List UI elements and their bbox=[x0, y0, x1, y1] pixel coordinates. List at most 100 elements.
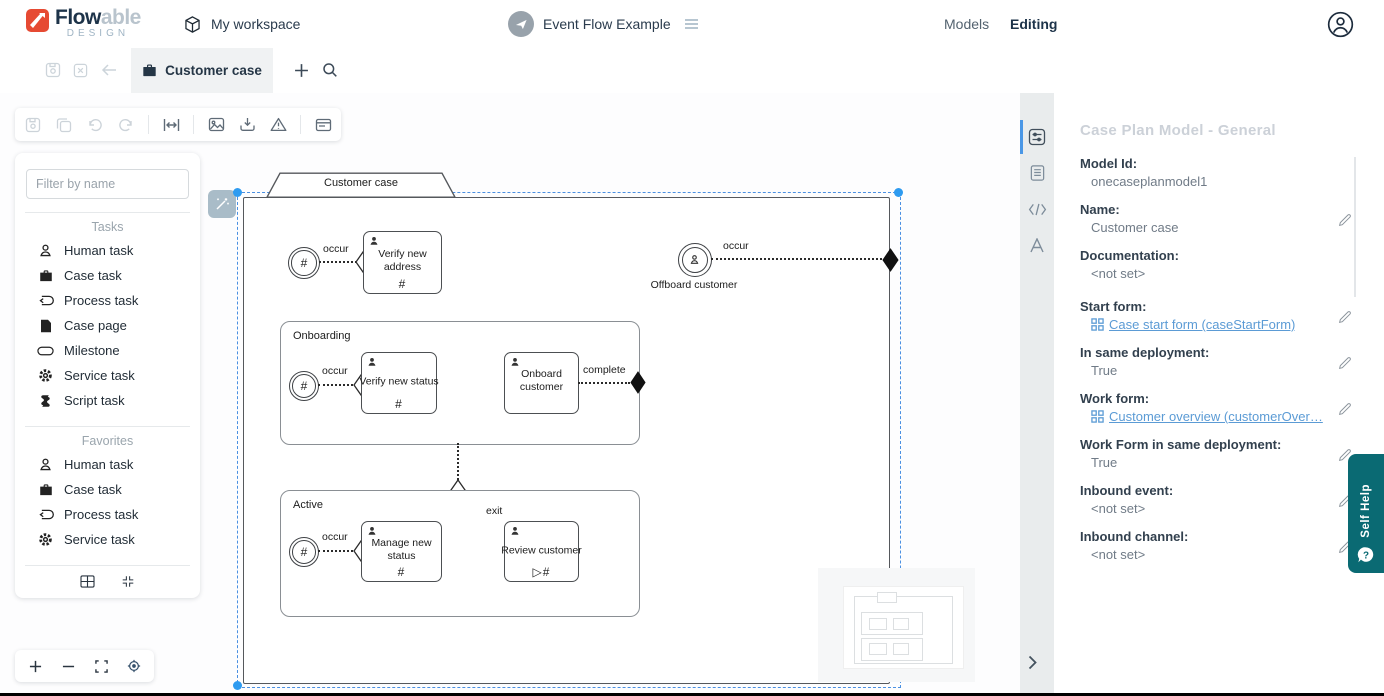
add-tab-icon[interactable] bbox=[291, 60, 311, 80]
hamburger-icon[interactable] bbox=[684, 18, 699, 30]
documentation-panel-icon[interactable] bbox=[1027, 163, 1047, 183]
case-task-icon bbox=[37, 483, 54, 497]
close-model-icon bbox=[70, 60, 90, 80]
stage-label: Active bbox=[293, 499, 323, 511]
task-review-customer[interactable]: Review customer ▷# bbox=[501, 521, 582, 582]
exit-label: exit bbox=[486, 505, 503, 517]
connector bbox=[457, 443, 459, 480]
sentry-on-part-label: occur bbox=[723, 240, 749, 252]
collapse-palette-icon[interactable] bbox=[121, 575, 135, 588]
fit-width-icon[interactable] bbox=[162, 116, 180, 134]
search-icon[interactable] bbox=[320, 60, 340, 80]
palette-item-label: Milestone bbox=[64, 343, 120, 358]
properties-icon-strip bbox=[1020, 93, 1054, 696]
redo-icon[interactable] bbox=[117, 116, 135, 134]
self-help-button[interactable]: Self Help ? bbox=[1348, 454, 1384, 573]
selection-handle-top-left[interactable] bbox=[233, 188, 242, 197]
sentry-on-part-label: complete bbox=[583, 364, 626, 376]
tab-customer-case[interactable]: Customer case bbox=[131, 48, 273, 93]
event-listener[interactable]: # bbox=[289, 537, 319, 567]
human-task-icon bbox=[510, 357, 520, 367]
fit-screen-button[interactable] bbox=[93, 658, 109, 674]
edit-pencil-icon[interactable] bbox=[1337, 356, 1352, 371]
palette-fav-process-task[interactable]: Process task bbox=[15, 502, 200, 527]
undo-icon[interactable] bbox=[86, 116, 104, 134]
general-properties-icon[interactable] bbox=[1027, 127, 1047, 147]
human-task-icon bbox=[37, 243, 54, 258]
event-listener[interactable]: # bbox=[289, 371, 319, 401]
field-model-id: Model Id: onecaseplanmodel1 bbox=[1080, 156, 1208, 189]
palette-item-human-task[interactable]: Human task bbox=[15, 238, 200, 263]
grid-view-icon[interactable] bbox=[80, 575, 95, 588]
exit-criterion[interactable] bbox=[882, 248, 899, 272]
user-avatar[interactable] bbox=[1327, 0, 1354, 48]
selection-handle-bottom-left[interactable] bbox=[233, 681, 242, 690]
stage-active[interactable]: Active bbox=[280, 490, 640, 617]
palette-item-label: Case page bbox=[64, 318, 127, 333]
case-page-icon bbox=[37, 319, 54, 333]
nav-editing[interactable]: Editing bbox=[1010, 16, 1058, 32]
task-manage-new-status[interactable]: Manage new status # bbox=[361, 521, 442, 582]
panel-scrollbar[interactable] bbox=[1354, 157, 1356, 297]
listener-marker: # bbox=[300, 378, 308, 393]
selection-handle-top-right[interactable] bbox=[894, 188, 903, 197]
palette-item-label: Process task bbox=[64, 293, 139, 308]
task-verify-new-address[interactable]: Verify new address # bbox=[363, 231, 442, 294]
nav-models[interactable]: Models bbox=[944, 16, 990, 32]
palette-item-case-page[interactable]: Case page bbox=[15, 313, 200, 338]
form-panel-icon[interactable] bbox=[314, 116, 332, 134]
minimap[interactable] bbox=[818, 568, 975, 682]
validation-warning-icon[interactable] bbox=[269, 116, 287, 134]
sentry-on-part-label: occur bbox=[322, 365, 348, 377]
model-menu[interactable]: Event Flow Example bbox=[508, 0, 699, 48]
task-onboard-customer[interactable]: Onboard customer bbox=[504, 352, 579, 414]
workspace-menu[interactable]: My workspace bbox=[183, 0, 300, 48]
send-icon bbox=[508, 11, 534, 37]
active-panel-indicator bbox=[1020, 120, 1023, 154]
human-task-icon bbox=[37, 457, 54, 472]
edit-pencil-icon[interactable] bbox=[1337, 448, 1352, 463]
edit-pencil-icon[interactable] bbox=[1337, 310, 1352, 325]
stage-label: Onboarding bbox=[293, 330, 351, 342]
task-label: Onboard customer bbox=[519, 367, 564, 393]
user-event-listener-offboard[interactable] bbox=[678, 243, 712, 277]
listener-label: Offboard customer bbox=[650, 279, 738, 291]
flowable-logo[interactable]: Flowable DESIGN bbox=[26, 6, 141, 39]
repetition-marker: # bbox=[397, 565, 406, 579]
task-verify-new-status[interactable]: Verify new status # bbox=[359, 352, 439, 414]
sentry-on-part-label: occur bbox=[323, 243, 349, 255]
palette-item-process-task[interactable]: Process task bbox=[15, 288, 200, 313]
code-panel-icon[interactable] bbox=[1027, 199, 1047, 219]
milestone-icon bbox=[37, 346, 54, 356]
palette-item-case-task[interactable]: Case task bbox=[15, 263, 200, 288]
download-icon[interactable] bbox=[238, 116, 256, 134]
human-task-icon bbox=[369, 236, 379, 246]
zoom-in-button[interactable] bbox=[27, 658, 43, 674]
palette-fav-case-task[interactable]: Case task bbox=[15, 477, 200, 502]
text-panel-icon[interactable] bbox=[1027, 235, 1047, 255]
center-view-button[interactable] bbox=[126, 658, 142, 674]
collapse-panel-chevron[interactable] bbox=[1028, 655, 1037, 670]
ai-wand-button[interactable] bbox=[208, 190, 236, 218]
palette-item-milestone[interactable]: Milestone bbox=[15, 338, 200, 363]
palette-fav-human-task[interactable]: Human task bbox=[15, 452, 200, 477]
diagram-canvas[interactable]: Tasks Human task Case task Process task … bbox=[0, 93, 1020, 696]
work-form-link[interactable]: Customer overview (customerOver… bbox=[1109, 409, 1323, 424]
exit-criterion[interactable] bbox=[630, 371, 646, 394]
event-listener[interactable]: # bbox=[288, 247, 320, 279]
process-task-icon bbox=[37, 509, 54, 520]
palette-fav-service-task[interactable]: Service task bbox=[15, 527, 200, 552]
copy-icon[interactable] bbox=[55, 116, 73, 134]
edit-pencil-icon[interactable] bbox=[1337, 213, 1352, 228]
save-icon[interactable] bbox=[24, 116, 42, 134]
edit-pencil-icon[interactable] bbox=[1337, 402, 1352, 417]
palette-item-script-task[interactable]: Script task bbox=[15, 388, 200, 413]
field-inbound-channel: Inbound channel: <not set> bbox=[1080, 528, 1356, 563]
palette-item-service-task[interactable]: Service task bbox=[15, 363, 200, 388]
palette-filter-input[interactable] bbox=[26, 169, 189, 199]
save-tab-icon bbox=[43, 60, 63, 80]
zoom-out-button[interactable] bbox=[60, 658, 76, 674]
self-help-label: Self Help bbox=[1360, 484, 1372, 538]
start-form-link[interactable]: Case start form (caseStartForm) bbox=[1109, 317, 1296, 332]
export-image-icon[interactable] bbox=[207, 116, 225, 134]
